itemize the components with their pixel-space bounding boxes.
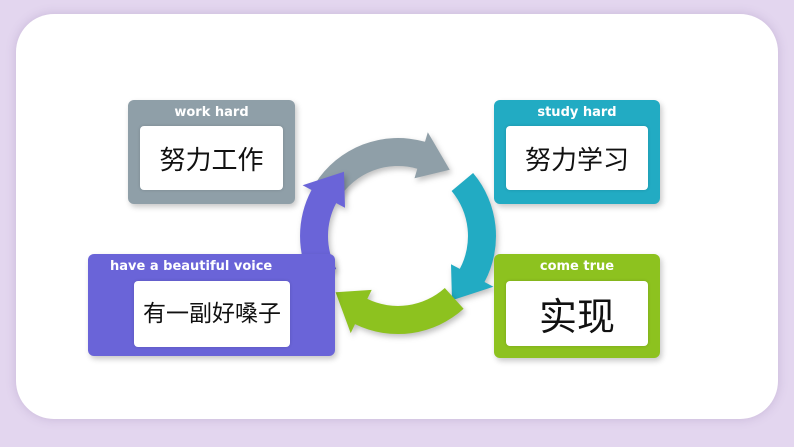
box-work-hard: work hard 努力工作 <box>128 100 295 204</box>
box-come-true-title: come true <box>539 259 615 274</box>
box-work-hard-text: 努力工作 <box>140 126 283 190</box>
box-study-hard-title: study hard <box>537 105 617 120</box>
cycle-arrow-come-true <box>335 288 464 335</box>
box-voice: have a beautiful voice 有一副好嗓子 <box>88 254 335 356</box>
box-study-hard: study hard 努力学习 <box>494 100 660 204</box>
cycle-arrow-work-hard <box>314 132 450 199</box>
box-work-hard-title: work hard <box>174 105 249 120</box>
cycle-arrow-study-hard <box>451 173 496 301</box>
box-voice-title: have a beautiful voice <box>110 259 273 274</box>
box-come-true: come true 实现 <box>494 254 660 358</box>
box-come-true-text: 实现 <box>506 281 648 346</box>
box-study-hard-text: 努力学习 <box>506 126 648 190</box>
box-voice-text: 有一副好嗓子 <box>134 281 290 347</box>
